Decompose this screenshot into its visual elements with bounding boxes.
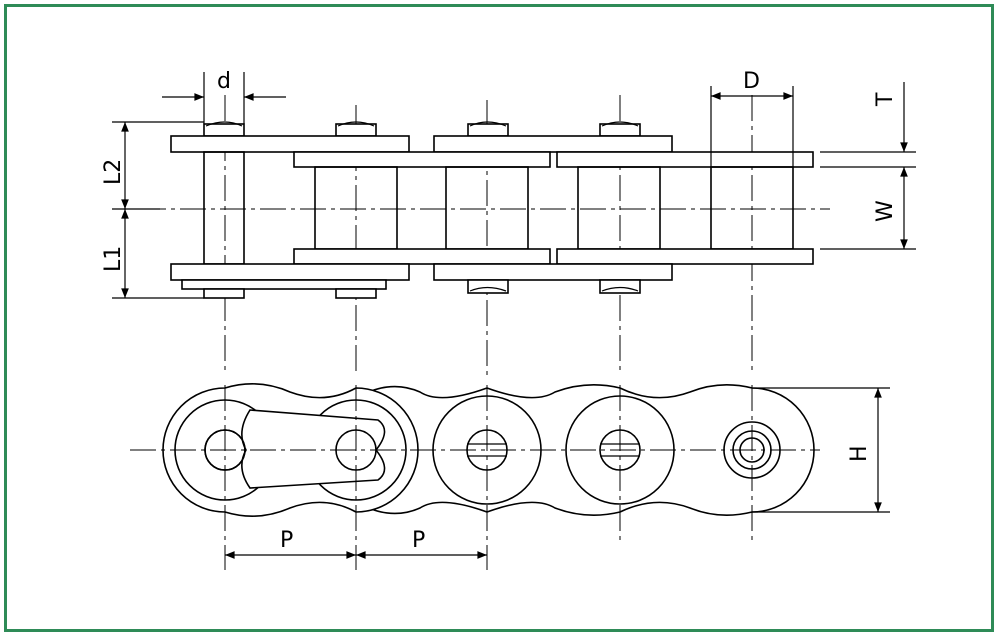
inner-plate-top-2 — [556, 151, 814, 168]
clip-plate — [181, 279, 387, 290]
inner-plate-top-1 — [293, 151, 551, 168]
outer-plate-top-2 — [433, 135, 673, 153]
side-view — [130, 383, 820, 570]
dimension-d: d — [162, 69, 286, 124]
diagram-frame — [4, 4, 994, 632]
label-L2: L2 — [101, 159, 126, 185]
dimension-L1-L2: L2 L1 — [101, 121, 204, 299]
label-H: H — [847, 445, 872, 462]
pin-end-top-3 — [467, 123, 509, 137]
label-P-1: P — [280, 528, 293, 553]
inner-plate-bottom-1 — [293, 248, 551, 265]
dimension-P: P P — [225, 528, 487, 559]
outer-plate-bottom-2 — [433, 263, 673, 281]
label-P-2: P — [412, 528, 425, 553]
outer-plate-top-1 — [170, 135, 410, 153]
pin-end-top-2 — [335, 123, 377, 137]
spring-clip — [241, 409, 386, 489]
pin-end-bottom-1 — [203, 288, 245, 299]
label-d: d — [217, 69, 231, 94]
roller-3 — [577, 166, 661, 250]
dimension-H: H — [752, 387, 890, 513]
outer-plate-bottom-1 — [170, 263, 410, 281]
pin-end-bottom-3 — [467, 279, 509, 294]
inner-plate-bottom-2 — [556, 248, 814, 265]
label-T: T — [873, 92, 898, 107]
top-view — [140, 95, 830, 375]
pin-end-bottom-2 — [335, 288, 377, 299]
label-D: D — [743, 69, 760, 94]
pin-body-1 — [203, 151, 245, 265]
pin-end-top-4 — [599, 123, 641, 137]
label-L1: L1 — [101, 246, 126, 272]
dimension-T-W: T W — [820, 82, 916, 250]
dimension-D: D — [710, 69, 794, 167]
pin-end-bottom-4 — [599, 279, 641, 294]
label-W: W — [873, 200, 898, 222]
pin-end-top-1 — [203, 123, 245, 137]
